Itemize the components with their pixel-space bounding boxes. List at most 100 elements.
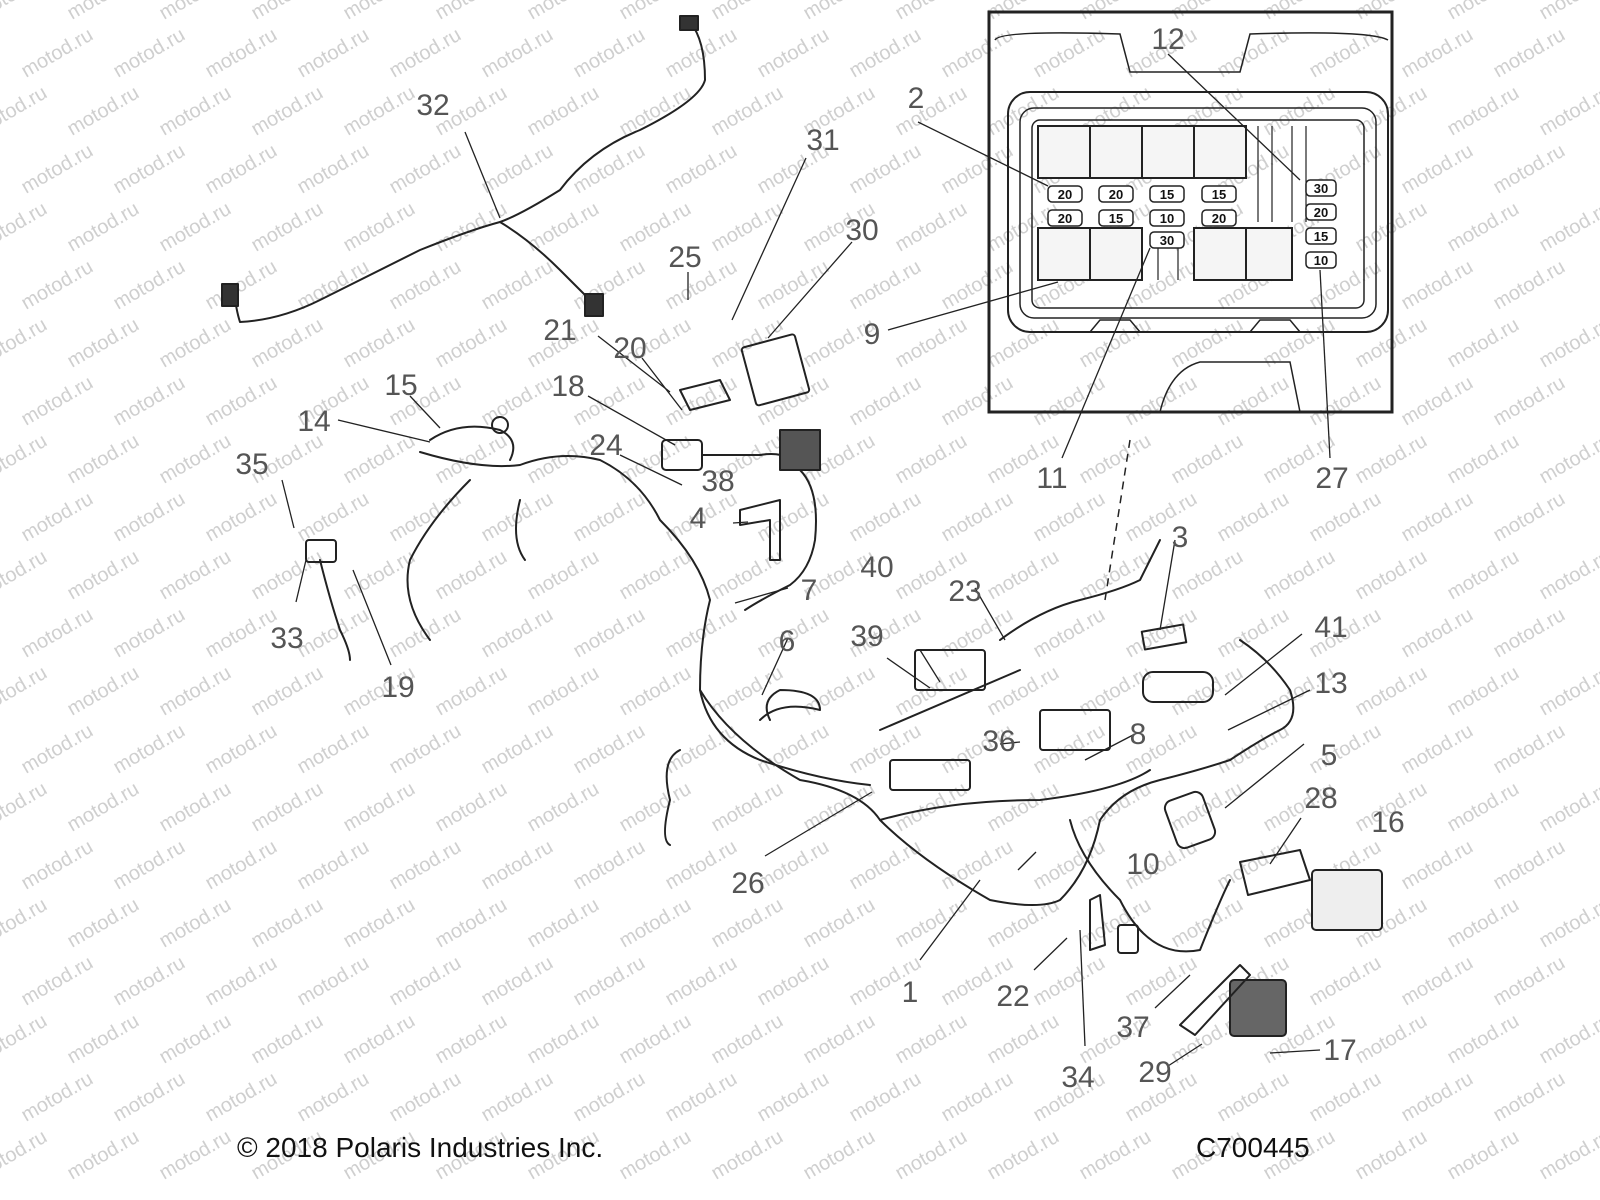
watermark-text: motod.ru [708, 82, 787, 141]
watermark-text: motod.ru [294, 140, 373, 199]
watermark-text: motod.ru [1076, 314, 1155, 373]
watermark-text: motod.ru [110, 720, 189, 779]
callout-40: 40 [860, 551, 893, 584]
watermark-text: motod.ru [110, 1068, 189, 1127]
watermark-text: motod.ru [18, 836, 97, 895]
watermark-text: motod.ru [938, 24, 1017, 83]
callout-24: 24 [589, 429, 622, 462]
watermark-text: motod.ru [156, 0, 235, 24]
watermark-text: motod.ru [340, 894, 419, 953]
watermark-text: motod.ru [294, 488, 373, 547]
watermark-text: motod.ru [1306, 952, 1385, 1011]
watermark-text: motod.ru [524, 1010, 603, 1069]
watermark-text: motod.ru [478, 372, 557, 431]
watermark-text: motod.ru [1214, 836, 1293, 895]
watermark-text: motod.ru [1536, 778, 1600, 837]
watermark-text: motod.ru [570, 488, 649, 547]
callout-30: 30 [845, 214, 878, 247]
watermark-text: motod.ru [938, 604, 1017, 663]
watermark-text: motod.ru [570, 140, 649, 199]
watermark-text: motod.ru [1536, 82, 1600, 141]
watermark-text: motod.ru [478, 604, 557, 663]
watermark-text: motod.ru [248, 314, 327, 373]
watermark-text: motod.ru [340, 198, 419, 257]
watermark-text: motod.ru [0, 778, 51, 837]
watermark-text: motod.ru [662, 24, 741, 83]
watermark-text: motod.ru [1490, 604, 1569, 663]
watermark-text: motod.ru [800, 1126, 879, 1185]
watermark-text: motod.ru [1076, 430, 1155, 489]
watermark-text: motod.ru [892, 430, 971, 489]
watermark-text: motod.ru [1444, 894, 1523, 953]
watermark-text: motod.ru [616, 82, 695, 141]
watermark-text: motod.ru [1030, 952, 1109, 1011]
watermark-text: motod.ru [754, 1068, 833, 1127]
watermark-text: motod.ru [570, 256, 649, 315]
watermark-text: motod.ru [662, 1068, 741, 1127]
callout-32: 32 [416, 89, 449, 122]
fuse-rating: 20 [1212, 211, 1226, 226]
watermark-text: motod.ru [754, 24, 833, 83]
watermark-text: motod.ru [18, 140, 97, 199]
watermark-text: motod.ru [0, 662, 51, 721]
watermark-text: motod.ru [156, 1010, 235, 1069]
callout-10: 10 [1126, 848, 1159, 881]
watermark-text: motod.ru [202, 952, 281, 1011]
watermark-text: motod.ru [110, 604, 189, 663]
watermark-text: motod.ru [984, 662, 1063, 721]
module-41 [1142, 671, 1214, 703]
connector-bank-36 [889, 759, 971, 791]
watermark-text: motod.ru [386, 952, 465, 1011]
watermark-text: motod.ru [18, 256, 97, 315]
callout-leaders [281, 53, 1331, 1067]
watermark-text: motod.ru [202, 488, 281, 547]
fuse-ratings: 20 20 15 15 20 15 10 20 30 30 20 15 10 [1058, 181, 1328, 268]
watermark-text: motod.ru [754, 952, 833, 1011]
watermark-text: motod.ru [1260, 314, 1339, 373]
callout-2: 2 [908, 82, 925, 115]
watermark-text: motod.ru [202, 372, 281, 431]
watermark-text: motod.ru [110, 836, 189, 895]
watermark-text: motod.ru [1398, 604, 1477, 663]
watermark-text: motod.ru [984, 1126, 1063, 1185]
watermark-text: motod.ru [846, 256, 925, 315]
watermark-text: motod.ru [18, 720, 97, 779]
watermark-text: motod.ru [1306, 1068, 1385, 1127]
watermark-text: motod.ru [1214, 1068, 1293, 1127]
watermark-text: motod.ru [938, 836, 1017, 895]
watermark-text: motod.ru [1260, 546, 1339, 605]
watermark-text: motod.ru [386, 256, 465, 315]
watermark-text: motod.ru [1352, 1126, 1431, 1185]
watermark-text: motod.ru [892, 1126, 971, 1185]
fuse-rating: 15 [1109, 211, 1123, 226]
watermark-text: motod.ru [64, 314, 143, 373]
watermark-text: motod.ru [570, 1068, 649, 1127]
watermark-text: motod.ru [432, 662, 511, 721]
watermark-text: motod.ru [524, 894, 603, 953]
harness-parts [221, 15, 1383, 1037]
watermark-text: motod.ru [846, 488, 925, 547]
watermark-text: motod.ru [1444, 198, 1523, 257]
watermark-text: motod.ru [1536, 314, 1600, 373]
watermark-text: motod.ru [110, 140, 189, 199]
watermark-text: motod.ru [1306, 372, 1385, 431]
watermark-text: motod.ru [1490, 256, 1569, 315]
callout-6: 6 [779, 625, 796, 658]
callout-37: 37 [1116, 1011, 1149, 1044]
watermark-text: motod.ru [432, 546, 511, 605]
watermark-text: motod.ru [248, 662, 327, 721]
watermark-text: motod.ru [1398, 720, 1477, 779]
watermark-text: motod.ru [708, 894, 787, 953]
watermark-text: motod.ru [202, 140, 281, 199]
watermark-text: motod.ru [432, 0, 511, 24]
watermark-text: motod.ru [64, 662, 143, 721]
watermark-text: motod.ru [800, 0, 879, 24]
fuse-outlines [1047, 179, 1337, 269]
watermark-text: motod.ru [156, 82, 235, 141]
fuse-rating: 20 [1058, 187, 1072, 202]
watermark-text: motod.ru [340, 778, 419, 837]
watermark-text: motod.ru [984, 546, 1063, 605]
watermark-text: motod.ru [18, 488, 97, 547]
watermark-text: motod.ru [1122, 488, 1201, 547]
